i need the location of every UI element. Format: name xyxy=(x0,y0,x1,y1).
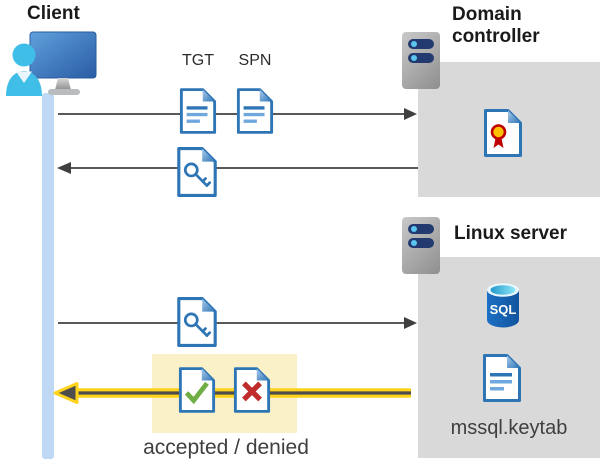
linux-server-title: Linux server xyxy=(454,223,567,244)
spn-document-icon xyxy=(236,88,274,134)
keytab-document-icon xyxy=(483,354,521,402)
sql-database-icon: SQL xyxy=(487,283,519,328)
tgt-label: TGT xyxy=(182,52,214,69)
keytab-filename: mssql.keytab xyxy=(450,417,568,439)
key-document-icon xyxy=(177,147,217,197)
tgt-document-icon xyxy=(179,88,217,134)
check-document-icon xyxy=(178,367,216,413)
key-document-icon-2 xyxy=(177,297,217,347)
certificate-document-icon xyxy=(484,109,522,157)
arrow-dc-to-client xyxy=(57,162,418,174)
client-person-computer-icon xyxy=(6,31,97,96)
arrow-client-to-linux xyxy=(58,317,417,329)
sql-icon-label: SQL xyxy=(490,302,517,317)
domain-controller-title: Domain controller xyxy=(452,4,540,47)
client-title: Client xyxy=(27,3,80,24)
accepted-denied-label: accepted / denied xyxy=(143,436,309,459)
spn-label: SPN xyxy=(238,52,272,69)
client-timeline-bar xyxy=(42,93,54,459)
arrow-client-to-dc xyxy=(58,108,417,120)
x-document-icon xyxy=(233,367,271,413)
domain-controller-server-icon xyxy=(402,32,440,89)
linux-server-server-icon xyxy=(402,217,440,274)
